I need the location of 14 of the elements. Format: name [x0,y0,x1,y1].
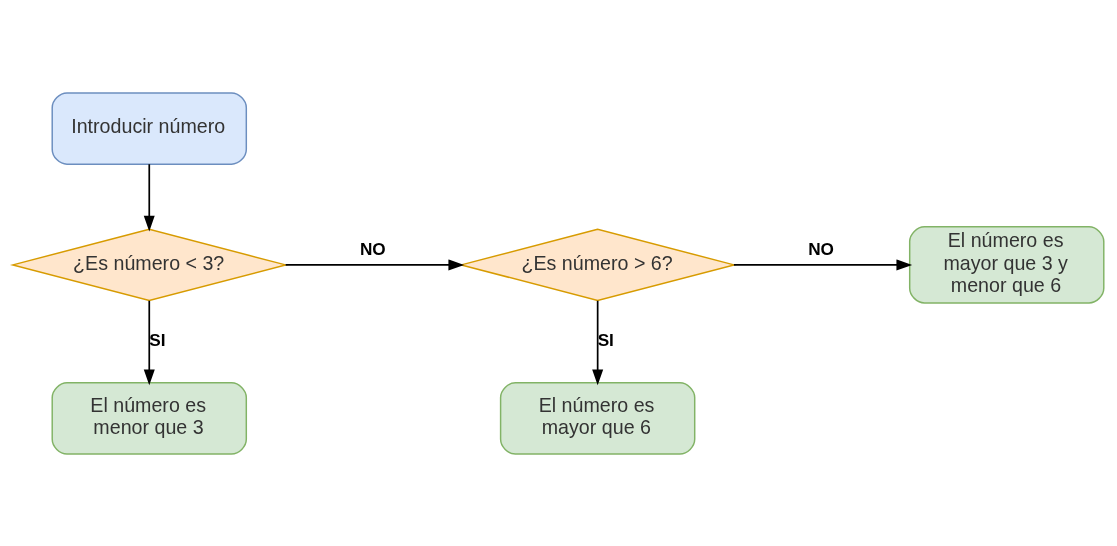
node-box: El número es menor que 3 [51,381,248,455]
node-diamond: ¿Es número < 3? [10,228,289,301]
edge-label: SI [149,329,166,350]
arrow [284,258,465,270]
node-box: El número es mayor que 6 [499,381,696,455]
edge-label: NO [359,238,386,259]
edge-label: NO [808,238,834,259]
node-box: Introducir número [51,91,248,165]
node-box: El número es mayor que 3 y menor que 6 [908,225,1105,304]
arrow [143,162,155,231]
arrow [592,299,604,385]
arrow [733,258,913,270]
edge-label: SI [597,329,614,350]
arrow [143,299,155,385]
